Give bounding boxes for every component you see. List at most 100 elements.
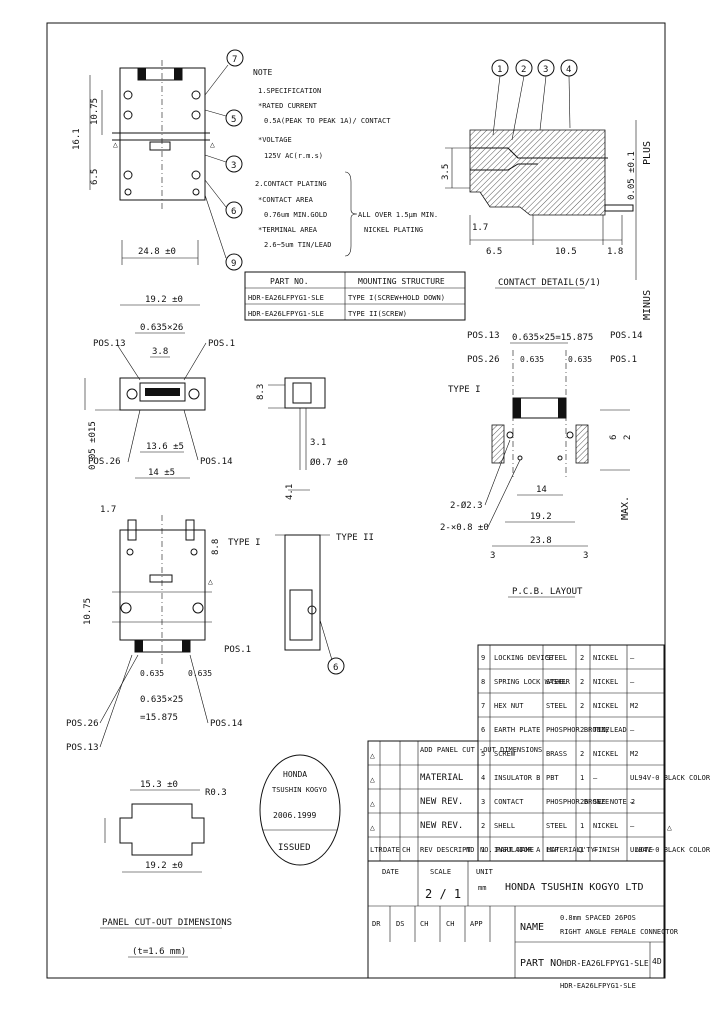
svg-text:4: 4 [566,65,571,75]
svg-text:Ø0.7 ±0: Ø0.7 ±0 [310,457,348,468]
svg-text:POS.13: POS.13 [66,743,99,753]
svg-text:△: △ [667,823,672,832]
bom-cell: — [630,678,635,686]
svg-text:1.7: 1.7 [100,505,116,515]
svg-text:0.05 ±015: 0.05 ±015 [88,421,98,470]
bom-cell: 2 [580,654,584,662]
svg-text:3: 3 [231,161,236,171]
svg-text:=15.875: =15.875 [140,713,178,723]
svg-text:Q'TY: Q'TY [578,846,596,854]
svg-text:3.5: 3.5 [441,164,451,180]
part-number-value: HDR-EA26LFPYG1-SLE [562,959,649,968]
bom-cell: 1 [580,846,584,854]
svg-text:NICKEL PLATING: NICKEL PLATING [364,226,423,234]
svg-text:2.CONTACT PLATING: 2.CONTACT PLATING [255,180,327,188]
svg-text:(t=1.6 mm): (t=1.6 mm) [132,947,186,957]
scale-value: 2 / 1 [425,887,461,901]
svg-text:1.8: 1.8 [607,247,623,257]
svg-text:6: 6 [231,207,236,217]
bom-cell: 2 [580,726,584,734]
svg-text:POS.14: POS.14 [610,331,643,341]
svg-text:ND: ND [466,846,474,854]
bom-cell: STEEL [546,822,567,830]
svg-text:DR: DR [372,920,381,928]
side-view-mid: 8.3 3.1 Ø0.7 ±0 4.1 [256,377,348,500]
svg-text:LTR: LTR [370,846,383,854]
svg-text:1: 1 [497,65,502,75]
svg-text:6: 6 [609,435,619,440]
svg-text:DATE: DATE [383,846,400,854]
svg-text:MATERIAL: MATERIAL [547,846,581,854]
svg-text:8.8: 8.8 [211,539,221,555]
bom-cell: BRASS [546,750,567,758]
svg-text:△: △ [370,823,375,832]
title-block: DATE SCALE 2 / 1 UNIT mm HONDA TSUSHIN K… [367,860,679,990]
bom-cell: 6 [481,726,485,734]
bom-cell: INSULATOR B [494,774,540,782]
bom-cell: — [630,654,635,662]
bom-cell: SEE NOTE 2 [593,798,635,806]
contact-detail-view: 1 2 3 4 3.5 1.7 6.5 10.5 1.8 CONTACT DET… [441,59,653,320]
bom-cell: 1 [481,846,485,854]
svg-text:3: 3 [583,551,588,561]
bom-cell: SPRING LOCK WASHER [494,678,571,686]
svg-text:6.5: 6.5 [486,247,502,257]
svg-text:6: 6 [333,663,338,673]
bom-cell: — [593,774,598,782]
bom-cell: M2 [630,750,638,758]
front-view-bottom: 1.7 TYPE I 8.8 10.75 △ 0.635 0.635 0.635… [66,505,261,753]
type2-side-view: TYPE II 6 [275,533,374,675]
svg-text:0.635: 0.635 [520,355,544,364]
bom-cell: 26 [580,798,588,806]
svg-text:POS.26: POS.26 [467,355,500,365]
svg-text:R0.3: R0.3 [205,788,227,798]
balloon-5 [225,109,243,127]
type1-label-b: TYPE I [228,538,261,548]
svg-text:0.635: 0.635 [568,355,592,364]
svg-text:ALL OVER 1.5μm MIN.: ALL OVER 1.5μm MIN. [358,211,438,219]
sheet-border [46,22,666,979]
svg-text:1.7: 1.7 [472,223,488,233]
bom-cell: PBT [546,774,559,782]
issued-stamp: HONDA TSUSHIN KOGYO 2006.1999 ISSUED [259,754,341,866]
svg-text:*TERMINAL AREA: *TERMINAL AREA [258,226,318,234]
svg-text:△: △ [370,799,375,808]
svg-text:△: △ [113,140,118,149]
svg-text:ISSUED: ISSUED [278,843,311,853]
svg-text:23.8: 23.8 [530,536,552,546]
svg-text:0.5A(PEAK TO PEAK 1A)/ CONTACT: 0.5A(PEAK TO PEAK 1A)/ CONTACT [264,117,391,125]
bom-cell: 5 [481,750,485,758]
svg-text:SCALE: SCALE [430,868,451,876]
bom-cell: LCP [546,846,559,854]
bom-cell: INSULATOR A [494,846,541,854]
svg-text:POS.26: POS.26 [66,719,99,729]
bom-cell: TIN/LEAD [593,726,627,734]
svg-text:3: 3 [490,551,495,561]
svg-text:NEW REV.: NEW REV. [420,821,463,831]
svg-text:2-×0.8 ±0: 2-×0.8 ±0 [440,523,489,533]
bom-cell: 2 [481,822,485,830]
svg-text:REV DESCRIPT: REV DESCRIPT [420,846,471,854]
svg-text:*RATED CURRENT: *RATED CURRENT [258,102,318,110]
bom-cell: UL94V-0 BLACK COLOR [630,774,711,782]
bom-cell: STEEL [546,654,567,662]
svg-text:19.2 ±0: 19.2 ±0 [145,295,183,305]
svg-text:125V AC(r.m.s): 125V AC(r.m.s) [264,152,323,160]
balloons-group: 7 5 3 6 9 [204,49,244,271]
bom-cell: NICKEL [593,822,618,830]
contact-detail-caption: CONTACT DETAIL(5/1) [498,278,601,288]
front-view-top: 16.1 10.75 6.5 24.8 ±0 △ △ [72,60,215,265]
svg-text:MATERIAL: MATERIAL [420,773,463,783]
bom-cell: CONTACT [494,798,524,806]
product-name-2: RIGHT ANGLE FEMALE CONNECTOR [560,928,679,936]
panel-cutout-view: 15.3 ±0 R0.3 19.2 ±0 PANEL CUT-OUT DIMEN… [100,780,232,958]
part-number-table: PART NO. MOUNTING STRUCTURE HDR-EA26LFPY… [244,271,466,321]
svg-text:3.1: 3.1 [310,438,326,448]
dim-16: 16.1 [72,128,82,150]
svg-text:2-Ø2.3: 2-Ø2.3 [450,500,483,511]
svg-text:TYPE I(SCREW+HOLD DOWN): TYPE I(SCREW+HOLD DOWN) [348,294,445,302]
revision-table: △ ADD PANEL CUT -OUT DIMENSIONS △ MATERI… [367,740,672,862]
pos14-label: POS.14 [200,457,233,467]
svg-text:HDR-EA26LFPYG1-SLE: HDR-EA26LFPYG1-SLE [248,310,324,318]
